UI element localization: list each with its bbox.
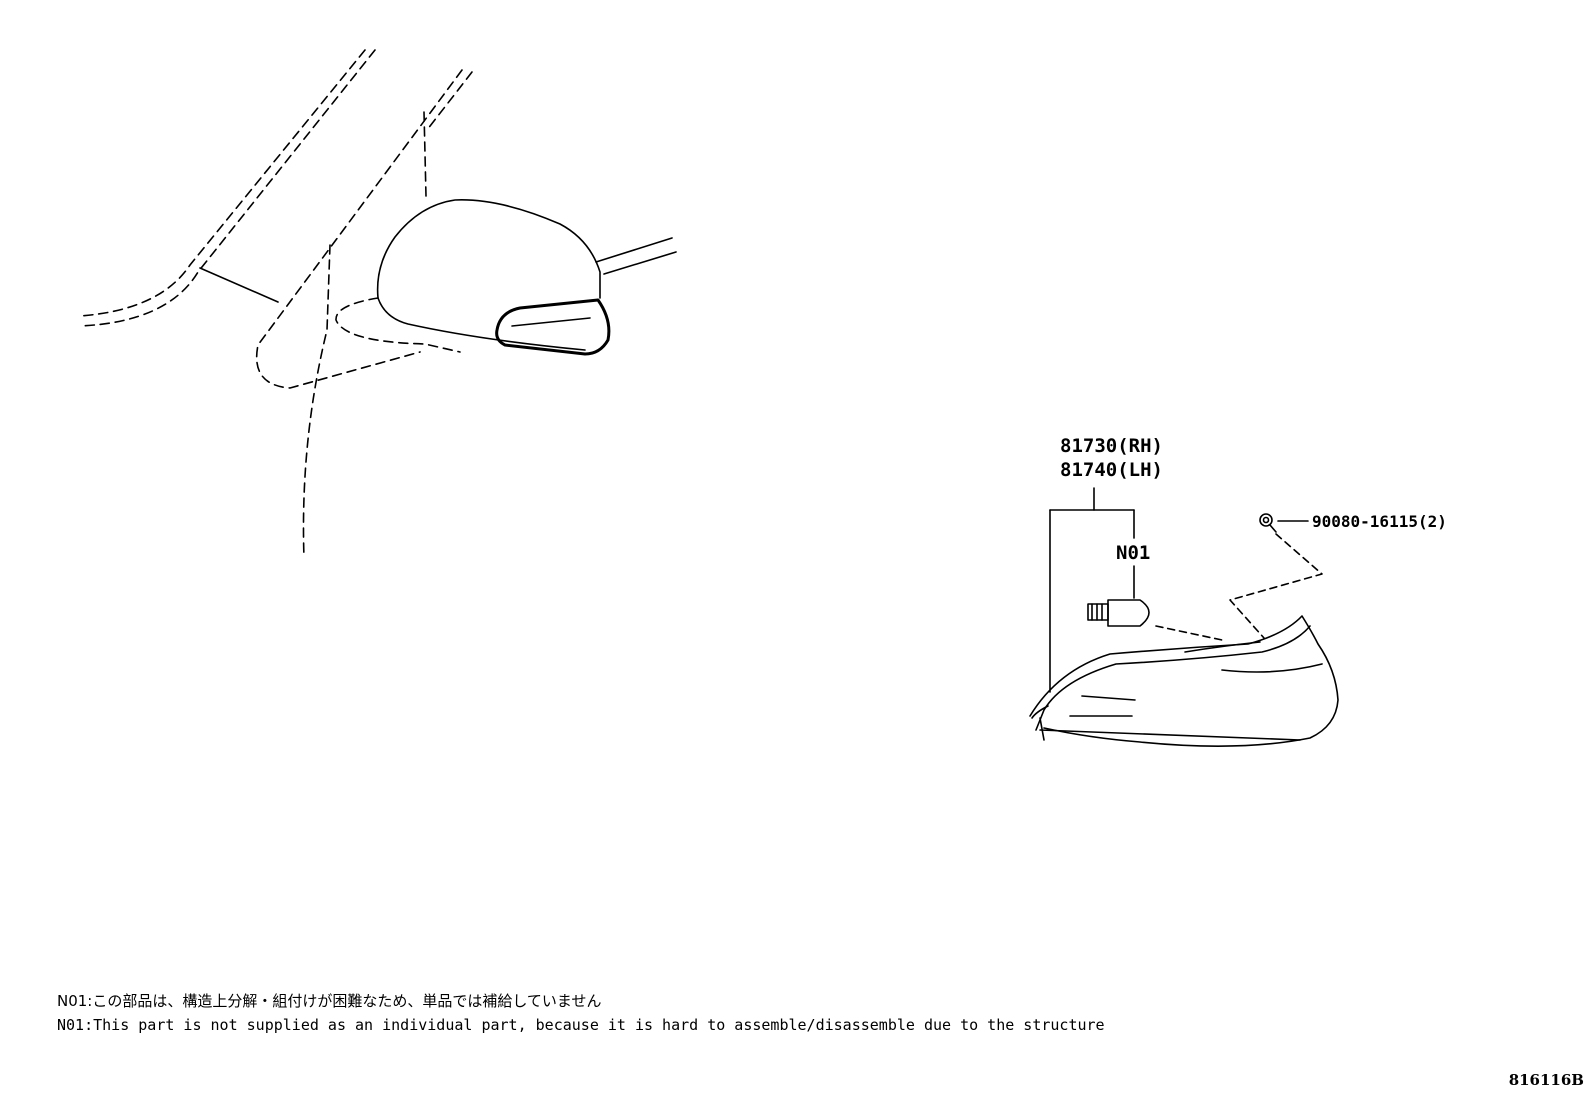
part-number-lh: 81740(LH) xyxy=(1060,459,1163,481)
part-number-rh: 81730(RH) xyxy=(1060,435,1163,457)
turn-signal-assembly-detail: 81730(RH) 81740(LH) N01 90080-16115(2) xyxy=(1029,435,1447,747)
note-reference-n01: N01 xyxy=(1116,542,1150,564)
screw-icon xyxy=(1259,513,1277,533)
note-english: N01:This part is not supplied as an indi… xyxy=(57,1016,1105,1034)
note-japanese: N01:この部品は、構造上分解・組付けが困難なため、単品では補給していません xyxy=(57,992,602,1010)
vehicle-mirror-overview xyxy=(79,49,677,559)
drawing-id: 816116B xyxy=(1508,1071,1584,1089)
part-number-screw: 90080-16115(2) xyxy=(1312,512,1447,531)
bulb-icon xyxy=(1087,599,1150,627)
